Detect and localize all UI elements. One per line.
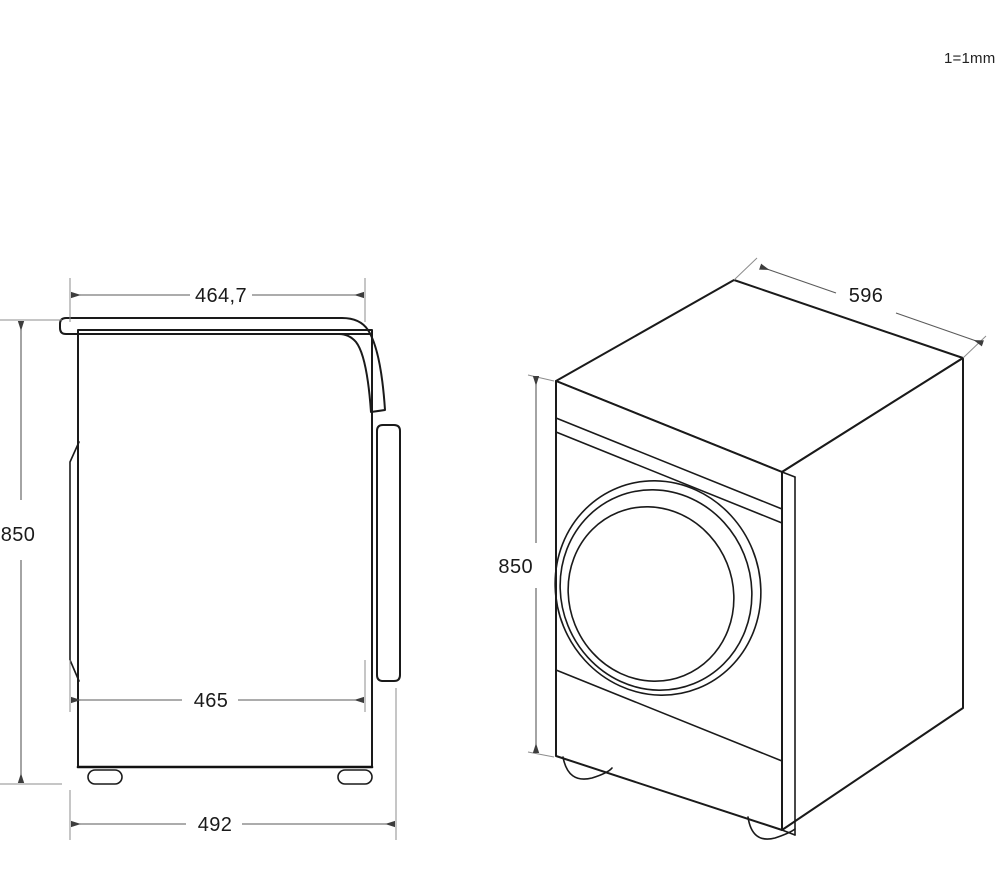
dimension-side-height: 850 [0,319,62,785]
dim-line-near [759,263,837,294]
iso-lower-front-seam [555,669,783,762]
iso-right-face [781,357,964,831]
side-foot-right [337,769,373,785]
iso-control-panel-top-line [555,417,783,510]
dimension-side-body-width: 465 [69,660,366,712]
scale-note: 1=1mm [944,50,995,67]
iso-control-panel-bottom-line [555,431,783,524]
side-top-lid [59,317,386,413]
dimension-iso-depth: 596 [733,257,987,359]
side-foot-left [87,769,123,785]
dimension-side-top-width: 464,7 [69,278,366,322]
ext-line-near [733,257,758,281]
ext-line-bottom [527,751,555,758]
dim-line-far [895,312,984,347]
side-handle-notch [69,441,80,682]
dimension-label-body-width: 465 [194,690,229,712]
iso-door-middle-ring [559,489,753,691]
isometric-view: 596 850 [498,257,987,840]
iso-foot-front-left [562,756,613,780]
ext-line-far [962,335,987,359]
side-elevation-view: 464,7 465 492 [0,278,401,840]
iso-door-outer-ring [554,480,762,696]
iso-door-inner-glass [567,506,735,682]
dimension-side-overall-width: 492 [69,688,397,840]
iso-foot-front-right [747,816,796,840]
dimension-label-side-height: 850 [1,524,36,546]
iso-front-edge-top [781,471,796,478]
dimension-label-top-width: 464,7 [195,285,247,307]
dimension-iso-height: 850 [498,374,555,758]
side-door-edge-panel [376,424,401,682]
dimension-label-iso-depth: 596 [849,285,884,307]
dimension-label-iso-height: 850 [498,556,533,578]
ext-line-top [527,374,555,382]
dimension-label-overall-width: 492 [198,814,233,836]
